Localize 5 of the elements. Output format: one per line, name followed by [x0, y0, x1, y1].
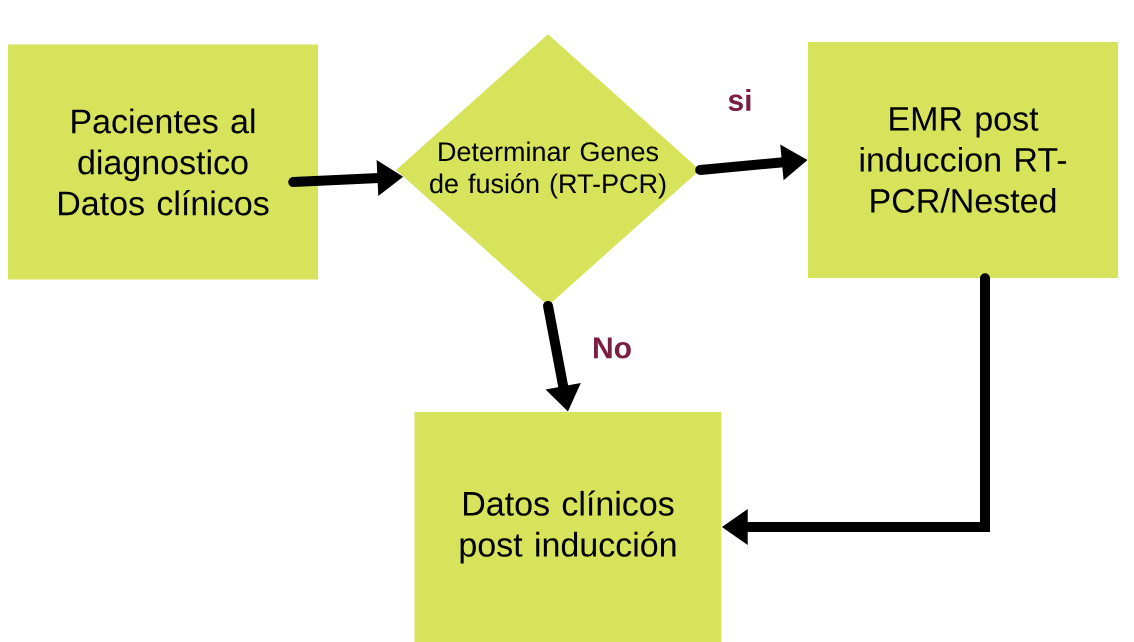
edge-label: No [594, 337, 631, 359]
edge-label: si [728, 89, 751, 111]
process-box: EMR post induccion RT-PCR/Nested [808, 42, 1118, 278]
process-box: Datos clínicos post inducción [414, 412, 722, 642]
process-box: Pacientes al diagnostico Datos clínicos [8, 44, 318, 280]
